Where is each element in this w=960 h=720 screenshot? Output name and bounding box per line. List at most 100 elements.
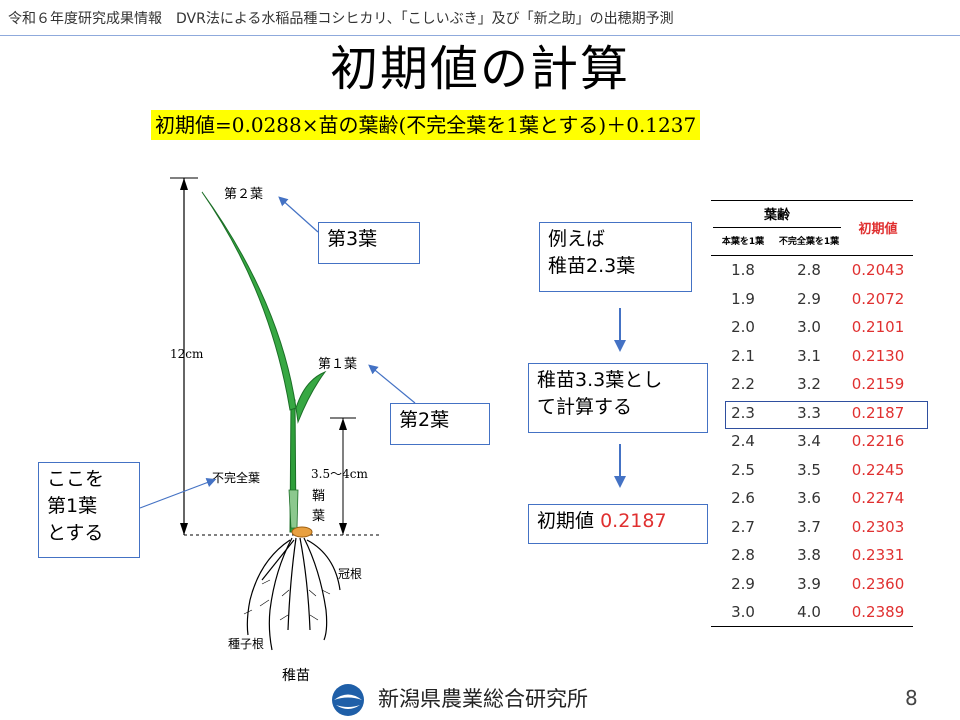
roots	[246, 537, 341, 651]
table-cell: 1.8	[731, 261, 755, 279]
table-cell: 0.2331	[851, 546, 905, 564]
table-cell: 3.0	[731, 603, 755, 621]
leaf1-label: 第１葉	[318, 357, 357, 372]
callout-example: 例えば 稚苗2.3葉	[539, 222, 692, 292]
callout-leaf3: 第3葉	[318, 222, 420, 264]
table-row: 2.0 3.0 0.2101	[711, 313, 913, 341]
table-cell: 2.1	[731, 346, 755, 365]
table-cell: 0.2101	[851, 318, 905, 336]
table-header-rule	[711, 255, 913, 256]
callout-first-line2: 第1葉	[47, 495, 98, 517]
table-row: 3.0 4.0 0.2389	[711, 598, 913, 626]
table-top-rule	[711, 200, 913, 201]
header-divider	[0, 35, 960, 36]
page-number: 8	[905, 686, 918, 710]
coleoptile-arrow-top	[339, 418, 347, 430]
table-cell: 2.3	[731, 403, 755, 422]
table-cell: 2.5	[731, 460, 755, 479]
footer-organization: 新潟県農業総合研究所	[378, 687, 588, 711]
seed-root-label: 種子根	[228, 637, 264, 651]
table-cell: 0.2187	[851, 403, 905, 422]
callout-calc-line2: て計算する	[537, 396, 633, 418]
institute-logo-icon	[332, 684, 364, 716]
seedling-label: 稚苗	[282, 668, 310, 684]
slide-title: 初期値の計算	[329, 41, 630, 97]
table-cell: 3.3	[797, 403, 821, 422]
leaf-upper	[201, 191, 297, 411]
table-cell: 0.2389	[851, 603, 905, 621]
table-cell: 4.0	[797, 603, 821, 621]
incomplete-leaf-label: 不完全葉	[212, 470, 260, 485]
table-cell: 2.6	[731, 489, 755, 507]
height-label: 12cm	[170, 347, 204, 361]
table-col1-header: 本葉を1葉	[721, 237, 765, 247]
table-cell: 2.2	[731, 375, 755, 393]
table-cell: 2.4	[731, 432, 755, 450]
table-cell: 2.9	[731, 574, 755, 593]
slide-header: 令和６年度研究成果情報 DVR法による水稲品種コシヒカリ、「こしいぶき」及び「新…	[0, 0, 960, 36]
table-cell: 1.9	[731, 289, 755, 308]
table-cell: 2.8	[797, 261, 821, 279]
table-cell: 3.9	[797, 574, 821, 593]
table-cell: 0.2303	[851, 517, 905, 536]
table-bottom-rule	[711, 626, 913, 627]
callout-example-line2: 稚苗2.3葉	[548, 255, 636, 277]
root-hairs	[243, 579, 331, 621]
callout-leaf2: 第2葉	[390, 403, 490, 445]
table-cell: 0.2274	[851, 489, 905, 507]
table-row: 2.3 3.3 0.2187	[711, 399, 913, 427]
callout-initial-value: 初期値 0.2187	[528, 504, 708, 544]
coleoptile-length-label: 3.5～4cm	[311, 467, 368, 481]
leaf2-label: 第２葉	[224, 187, 263, 202]
seed	[291, 526, 313, 538]
leaf-lower	[295, 370, 327, 424]
table-row: 2.4 3.4 0.2216	[711, 427, 913, 455]
table-cell: 0.2159	[851, 375, 905, 393]
table-col3-header: 初期値	[858, 222, 898, 237]
callout-leaf2-text: 第2葉	[399, 409, 450, 431]
table-row: 2.5 3.5 0.2245	[711, 456, 913, 484]
table-cell: 3.6	[797, 489, 821, 507]
callout-first-leaf: ここを 第1葉 とする	[38, 462, 140, 558]
callout-first-line1: ここを	[47, 468, 105, 490]
table-cell: 0.2072	[851, 289, 905, 308]
table-row: 2.2 3.2 0.2159	[711, 370, 913, 398]
flow-arrow-down-1	[614, 308, 626, 352]
table-cell: 0.2245	[851, 460, 905, 479]
table-group-rule	[713, 227, 841, 228]
table-cell: 3.1	[797, 346, 821, 365]
table-cell: 3.0	[797, 318, 821, 336]
table-cell: 2.9	[797, 289, 821, 308]
table-cell: 3.7	[797, 517, 821, 536]
table-cell: 3.5	[797, 460, 821, 479]
header-text: 令和６年度研究成果情報 DVR法による水稲品種コシヒカリ、「こしいぶき」及び「新…	[8, 11, 674, 27]
callout-example-line1: 例えば	[548, 228, 606, 250]
height-arrow-top	[180, 178, 188, 190]
callout-calc-line1: 稚苗3.3葉とし	[537, 369, 663, 391]
table-cell: 2.7	[731, 517, 755, 536]
highlighted-row-box	[725, 401, 928, 429]
callout-first-line3: とする	[47, 522, 104, 544]
table-row: 2.6 3.6 0.2274	[711, 484, 913, 512]
crown-root-label: 冠根	[338, 567, 362, 581]
formula-banner: 初期値=0.0288×苗の葉齢(不完全葉を1葉とする)＋0.1237	[151, 110, 701, 140]
table-cell: 3.2	[797, 375, 821, 393]
table-group-header: 葉齢	[763, 208, 790, 223]
table-col2-header: 不完全葉を1葉	[778, 237, 840, 247]
callout-calc: 稚苗3.3葉とし て計算する	[528, 363, 708, 433]
coleoptile-sheath	[288, 489, 299, 529]
table-row: 1.9 2.9 0.2072	[711, 285, 913, 313]
coleoptile-label-1: 鞘	[312, 489, 325, 504]
callout-leaf3-text: 第3葉	[327, 228, 378, 250]
table-cell: 2.0	[731, 318, 755, 336]
callout-init-value: 0.2187	[600, 510, 667, 532]
rice-seedling-figure: 12cm 3.5～4cm 鞘 葉 第２葉 第１葉 不完全葉 冠根 種子根 稚苗	[170, 177, 380, 684]
table-cell: 3.4	[797, 432, 821, 450]
table-cell: 0.2216	[851, 432, 905, 450]
coleoptile-arrow-bottom	[339, 523, 347, 535]
table-cell: 2.8	[731, 546, 755, 564]
